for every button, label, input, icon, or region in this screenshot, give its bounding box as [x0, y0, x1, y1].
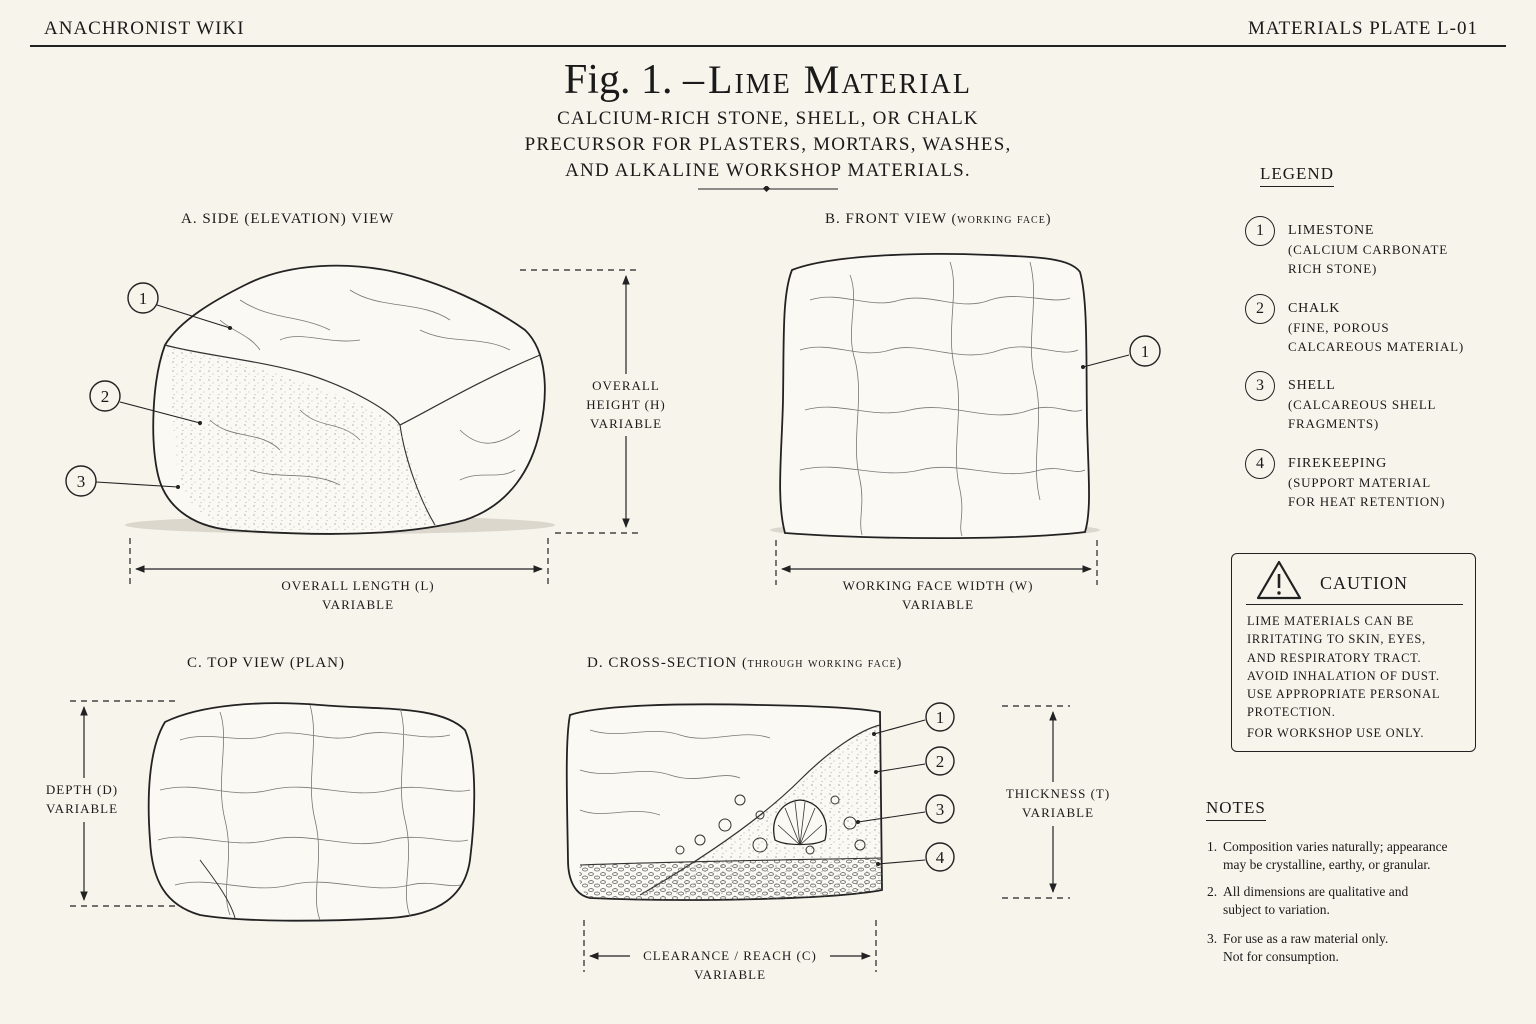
subtitle: CALCIUM-RICH STONE, SHELL, OR CHALK PREC…: [418, 106, 1118, 184]
legend-desc: RICH STONE): [1288, 261, 1378, 276]
warning-icon: [1256, 560, 1302, 600]
callout-a-1: 1: [139, 289, 148, 308]
legend-title: LEGEND: [1260, 164, 1334, 187]
legend-desc: FRAGMENTS): [1288, 416, 1380, 431]
caution-footer: FOR WORKSHOP USE ONLY.: [1247, 726, 1425, 740]
view-label-b: B. FRONT VIEW (WORKING FACE): [825, 211, 1052, 227]
side-view-rock: [125, 264, 555, 535]
legend-number: 1: [1245, 216, 1275, 246]
header-rule: [30, 45, 1506, 47]
leader-dots: [176, 326, 1085, 866]
legend-desc: (CALCIUM CARBONATE: [1288, 242, 1448, 257]
cross-section-block: [565, 703, 883, 901]
caution-box: CAUTION LIME MATERIALS CAN BE IRRITATING…: [1231, 553, 1476, 752]
dimension-lines: [70, 269, 1098, 972]
callout-b-1: 1: [1141, 342, 1150, 361]
legend-name: FIREKEEPING: [1288, 456, 1388, 471]
clearance-dim-label: CLEARANCE / REACH (C)VARIABLE: [643, 948, 817, 982]
title-ornament: [698, 186, 838, 192]
width-dim-label: WORKING FACE WIDTH (W)VARIABLE: [842, 578, 1034, 612]
legend-desc: (SUPPORT MATERIAL: [1288, 475, 1431, 490]
legend-desc: CALCAREOUS MATERIAL): [1288, 339, 1464, 354]
caution-body: LIME MATERIALS CAN BE IRRITATING TO SKIN…: [1247, 614, 1441, 720]
legend-name: SHELL: [1288, 378, 1336, 393]
subtitle-line: CALCIUM-RICH STONE, SHELL, OR CHALK: [557, 108, 979, 129]
note-item: 3.For use as a raw material only. Not fo…: [1207, 931, 1389, 964]
legend-number: 4: [1245, 449, 1275, 479]
callout-d-4: 4: [936, 848, 945, 867]
view-label-a: A. SIDE (ELEVATION) VIEW: [181, 211, 395, 227]
thickness-dim-label: THICKNESS (T)VARIABLE: [1005, 786, 1111, 820]
view-label-c: C. TOP VIEW (PLAN): [187, 655, 346, 671]
legend-number: 2: [1245, 294, 1275, 324]
callout-d-3: 3: [936, 800, 945, 819]
leader-lines: [95, 304, 1130, 865]
depth-dim-label: DEPTH (D)VARIABLE: [45, 782, 119, 816]
plate-id: MATERIALS PLATE L-01: [1247, 18, 1478, 39]
subtitle-line: AND ALKALINE WORKSHOP MATERIALS.: [565, 160, 971, 181]
caution-title: CAUTION: [1320, 573, 1408, 593]
legend-number: 3: [1245, 371, 1275, 401]
front-view-rock: [770, 253, 1100, 540]
title-fig: Fig. 1. –: [563, 57, 705, 103]
title-name: Lime Material: [708, 57, 972, 102]
view-label-d: D. CROSS-SECTION (THROUGH WORKING FACE): [587, 655, 903, 671]
legend-desc: (CALCAREOUS SHELL: [1288, 397, 1437, 412]
note-item: 2.All dimensions are qualitative and sub…: [1207, 884, 1409, 917]
legend-desc: FOR HEAT RETENTION): [1288, 494, 1446, 509]
callout-d-2: 2: [936, 752, 945, 771]
callout-a-2: 2: [101, 387, 110, 406]
note-item: 1.Composition varies naturally; appearan…: [1207, 839, 1448, 872]
wiki-name: ANACHRONIST WIKI: [44, 18, 245, 39]
top-view-rock: [147, 702, 476, 922]
legend-name: LIMESTONE: [1288, 223, 1375, 238]
legend-desc: (FINE, POROUS: [1288, 320, 1390, 335]
notes-title: NOTES: [1206, 798, 1266, 821]
subtitle-line: PRECURSOR FOR PLASTERS, MORTARS, WASHES,: [524, 134, 1012, 155]
length-dim-label: OVERALL LENGTH (L)VARIABLE: [281, 578, 435, 612]
legend-name: CHALK: [1288, 301, 1341, 316]
callout-a-3: 3: [77, 472, 86, 491]
page-title: Fig. 1. – Lime Material: [0, 56, 1536, 104]
caution-rule: [1246, 604, 1463, 605]
callout-d-1: 1: [936, 708, 945, 727]
callout-circles: [65, 282, 1161, 872]
